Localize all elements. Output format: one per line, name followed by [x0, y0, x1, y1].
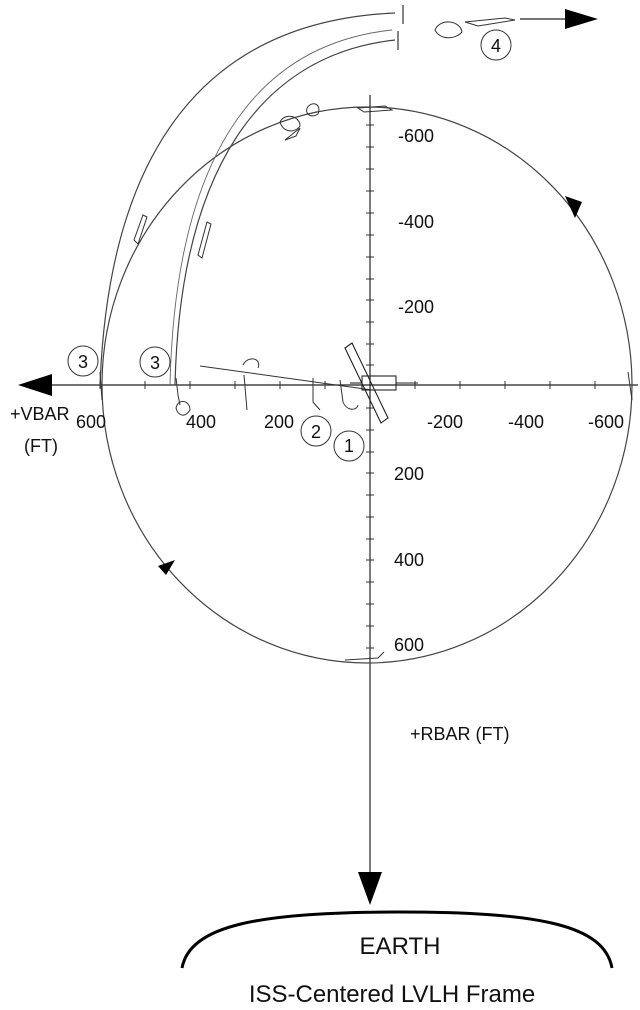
htick-label: 600 [76, 412, 106, 432]
svg-text:3: 3 [150, 353, 160, 373]
svg-text:1: 1 [344, 436, 354, 456]
iss-icon [344, 342, 418, 424]
marker-2: 2 [300, 415, 332, 447]
marker-1: 1 [333, 430, 365, 462]
vtick-label: -600 [398, 126, 434, 146]
caption: ISS-Centered LVLH Frame [249, 981, 535, 1008]
inner-approach-path-b [169, 29, 393, 386]
vtick-label: 200 [394, 464, 424, 484]
outer-approach-path [99, 12, 396, 386]
earth-label: EARTH [360, 933, 441, 960]
svg-text:4: 4 [491, 36, 501, 56]
vbar-unit: (FT) [24, 436, 58, 456]
vbar-label: +VBAR [10, 404, 70, 424]
vtick-label: -400 [398, 212, 434, 232]
svg-text:3: 3 [78, 352, 88, 372]
vtick-label: -200 [398, 297, 434, 317]
shuttle-icons [99, 17, 633, 661]
vtick-label: 600 [394, 635, 424, 655]
htick-label: -200 [427, 412, 463, 432]
htick-label: 200 [264, 412, 294, 432]
htick-label: -600 [588, 412, 624, 432]
earth-curve [180, 910, 614, 969]
svg-text:2: 2 [311, 422, 321, 442]
flyaround-arrow-left [158, 560, 175, 575]
vtick-label: 400 [394, 550, 424, 570]
marker-3-outer: 3 [67, 345, 99, 377]
departure-arrow [565, 9, 598, 29]
flyaround-arrow-right [565, 196, 582, 218]
inner-approach-path-a [174, 39, 396, 386]
htick-label: 400 [186, 412, 216, 432]
marker-3-inner: 3 [139, 346, 171, 378]
vertical-tick-marks [366, 124, 374, 649]
htick-label: -400 [508, 412, 544, 432]
rbar-label: +RBAR (FT) [410, 724, 510, 744]
marker-4: 4 [480, 29, 512, 61]
vbar-arrow [18, 374, 52, 396]
rbar-arrow [358, 872, 382, 905]
